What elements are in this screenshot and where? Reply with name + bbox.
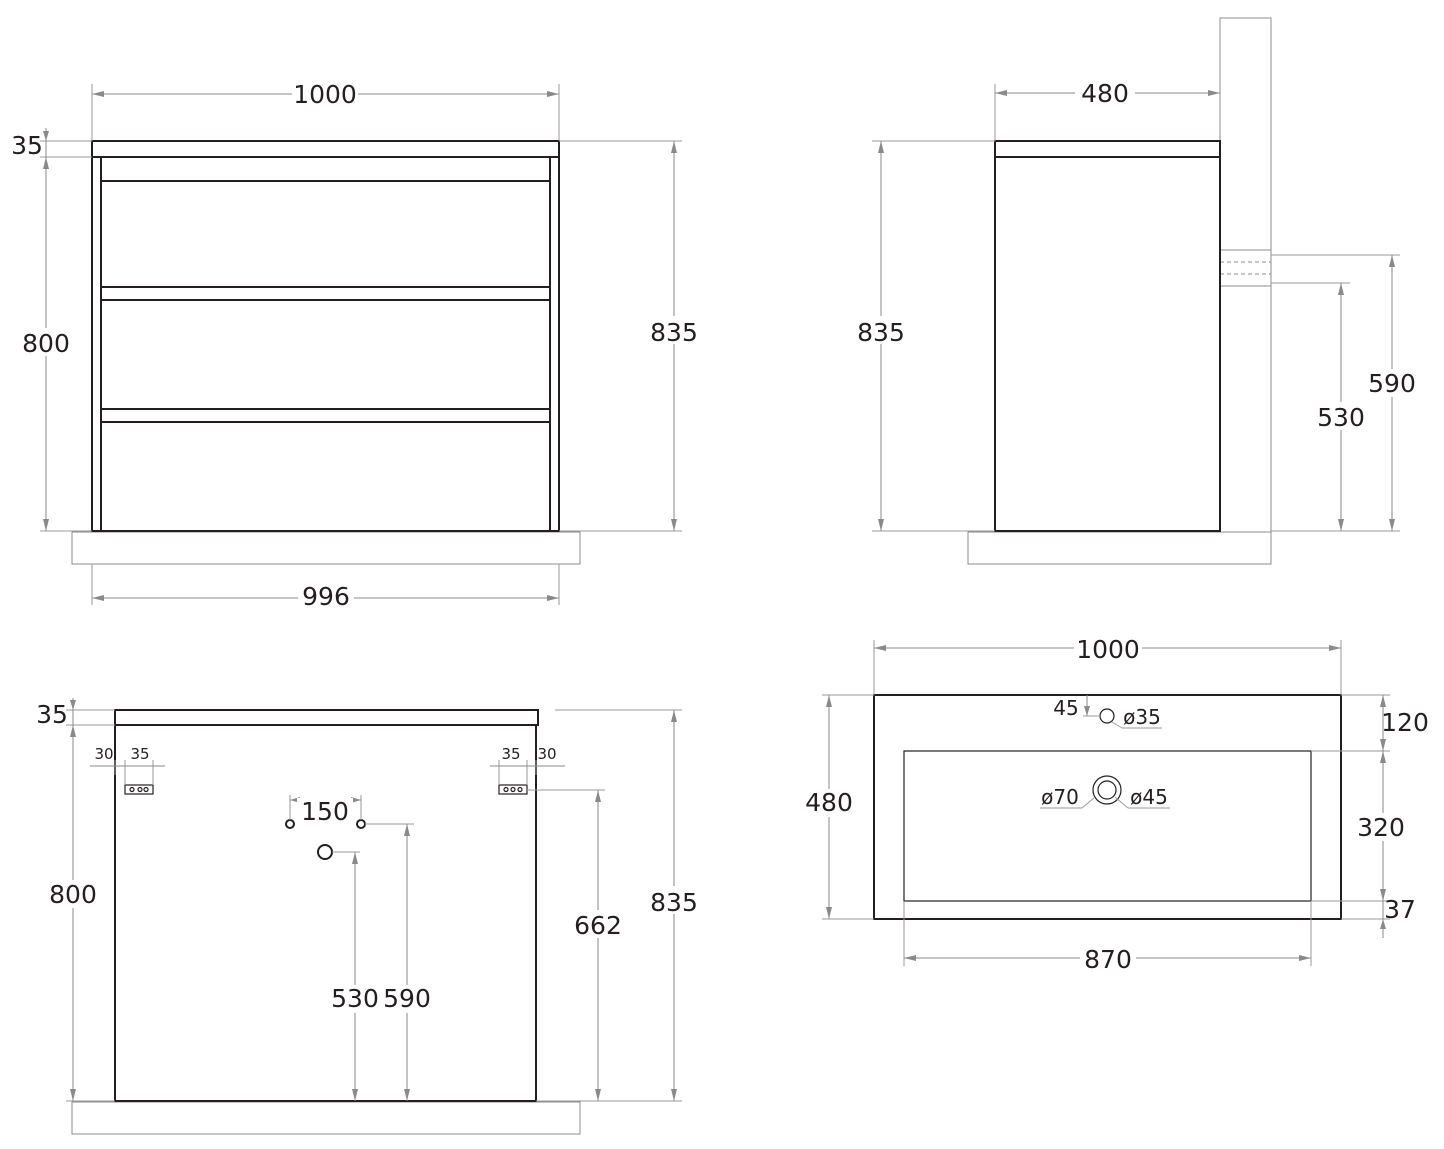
front-body-height-label: 800: [22, 329, 70, 358]
top-drain-inner-label: ø45: [1130, 785, 1168, 809]
top-front-margin-label: 120: [1381, 708, 1429, 737]
back-drain-hole: [317, 844, 333, 860]
front-drawer-2: [100, 299, 551, 410]
top-basin-depth-label: 320: [1357, 813, 1405, 842]
top-basin-outline: [903, 750, 1312, 902]
front-drawer-1: [100, 180, 551, 288]
top-tap-hole-label: ø35: [1123, 705, 1161, 729]
side-total-height-label: 835: [857, 318, 905, 347]
top-drain-inner: [1097, 780, 1117, 800]
front-total-height-label: 835: [650, 318, 698, 347]
side-depth-label: 480: [1081, 79, 1129, 108]
side-floor-hatch: [967, 531, 1272, 565]
back-floor-hatch: [71, 1101, 581, 1135]
top-countertop-outline: [873, 694, 1342, 920]
back-top-thickness-label: 35: [36, 700, 68, 729]
back-body-height-label: 800: [49, 880, 97, 909]
back-bracket-height-label: 662: [574, 911, 622, 940]
top-basin-width-label: 870: [1084, 945, 1132, 974]
back-bracket-left-width-label: 35: [130, 745, 149, 763]
side-countertop: [994, 140, 1221, 158]
top-drain-outer: [1092, 775, 1122, 805]
back-pipe-height-label: 590: [383, 984, 431, 1013]
side-cabinet-body: [994, 156, 1221, 532]
front-width-bottom-label: 996: [302, 582, 350, 611]
side-view: 480 835 530 590: [853, 17, 1420, 565]
top-depth-label: 480: [805, 788, 853, 817]
back-water-pipe-left: [285, 819, 295, 829]
front-width-top-label: 1000: [293, 80, 357, 109]
back-water-pipe-right: [356, 819, 366, 829]
back-bracket-right-width-label: 35: [501, 745, 520, 763]
front-countertop: [91, 140, 560, 158]
side-pipe-high-label: 590: [1368, 369, 1416, 398]
back-bracket-right-offset-label: 30: [537, 745, 556, 763]
side-pipe-low-label: 530: [1317, 403, 1365, 432]
front-view: 1000 35 800 835 996: [11, 80, 702, 612]
front-right-side-panel: [549, 156, 560, 532]
back-cabinet-body: [114, 724, 537, 1102]
top-view: 1000 480 45 ø35 ø70 ø45: [801, 634, 1432, 974]
top-tap-hole: [1099, 708, 1115, 724]
back-countertop: [114, 709, 539, 726]
front-top-thickness-label: 35: [11, 131, 43, 160]
top-width-label: 1000: [1076, 635, 1140, 664]
top-back-margin-label: 37: [1384, 895, 1416, 924]
front-drawer-3: [100, 421, 551, 532]
back-total-height-label: 835: [650, 888, 698, 917]
back-left-bracket: [124, 784, 154, 795]
back-bracket-left-offset-label: 30: [94, 745, 113, 763]
back-right-bracket: [498, 784, 528, 795]
top-tap-offset-label: 45: [1053, 696, 1078, 720]
top-drain-outer-label: ø70: [1041, 785, 1079, 809]
front-floor-hatch: [71, 531, 581, 565]
side-pipe-opening: [1219, 249, 1272, 287]
front-left-side-panel: [91, 156, 102, 532]
back-drain-height-label: 530: [331, 984, 379, 1013]
back-pipe-spacing-label: 150: [301, 797, 349, 826]
back-view: 35 800 835 30 35 35 30: [36, 698, 702, 1135]
